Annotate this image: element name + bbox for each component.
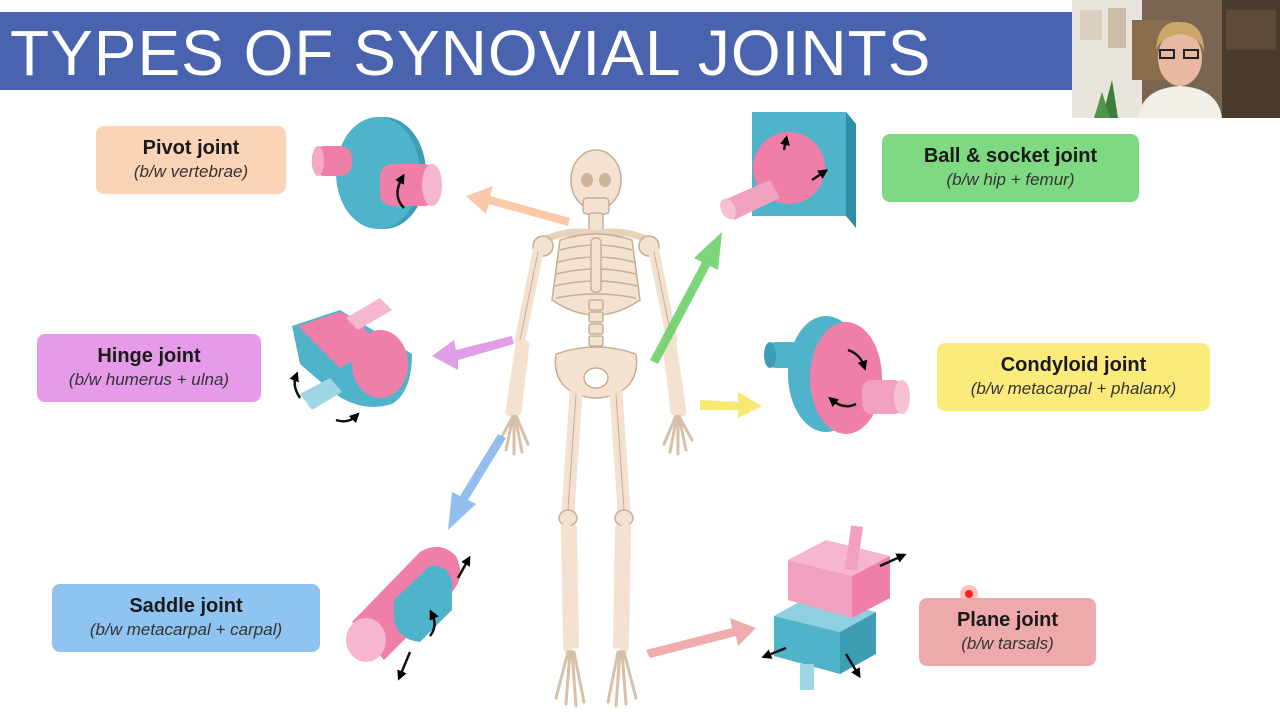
title-bar: TYPES OF SYNOVIAL JOINTS (0, 12, 1072, 90)
condyloid-joint-name: Condyloid joint (1000, 354, 1147, 376)
condyloid-joint-location: (b/w metacarpal + phalanx) (970, 379, 1177, 398)
presenter-webcam (1072, 0, 1280, 118)
saddle-joint-label: Saddle joint (b/w metacarpal + carpal) (52, 584, 320, 652)
pivot-joint-location: (b/w vertebrae) (133, 162, 249, 181)
plane-arrow (646, 618, 756, 658)
condyloid-joint-label: Condyloid joint (b/w metacarpal + phalan… (937, 343, 1210, 411)
saddle-joint-name: Saddle joint (129, 595, 243, 617)
plane-joint-name: Plane joint (956, 609, 1059, 631)
condyloid-joint-illustration (764, 316, 910, 434)
skeleton (498, 149, 694, 708)
pivot-joint-illustration (312, 117, 442, 229)
saddle-joint-illustration (346, 546, 471, 681)
ball-socket-joint-label: Ball & socket joint (b/w hip + femur) (882, 134, 1139, 202)
saddle-arrow (448, 434, 506, 530)
pivot-joint-name: Pivot joint (142, 137, 240, 159)
hinge-joint-location: (b/w humerus + ulna) (68, 370, 230, 389)
slide-title: TYPES OF SYNOVIAL JOINTS (10, 17, 932, 89)
hinge-joint-name: Hinge joint (97, 345, 201, 367)
condyloid-arrow (700, 392, 762, 418)
pivot-joint-label: Pivot joint (b/w vertebrae) (96, 126, 286, 194)
hinge-joint-illustration (289, 298, 412, 424)
ball-socket-joint-name: Ball & socket joint (923, 145, 1098, 167)
hinge-arrow (432, 336, 514, 370)
ball-socket-joint-illustration (720, 112, 856, 228)
pivot-arrow (466, 186, 570, 226)
ball-socket-arrow (650, 232, 722, 364)
saddle-joint-location: (b/w metacarpal + carpal) (89, 620, 283, 639)
plane-joint-location: (b/w tarsals) (961, 634, 1054, 653)
hinge-joint-label: Hinge joint (b/w humerus + ulna) (37, 334, 261, 402)
plane-joint-label: Plane joint (b/w tarsals) (919, 598, 1096, 666)
ball-socket-joint-location: (b/w hip + femur) (946, 170, 1075, 189)
webcam-image (1072, 0, 1280, 118)
plane-joint-illustration (761, 525, 907, 690)
